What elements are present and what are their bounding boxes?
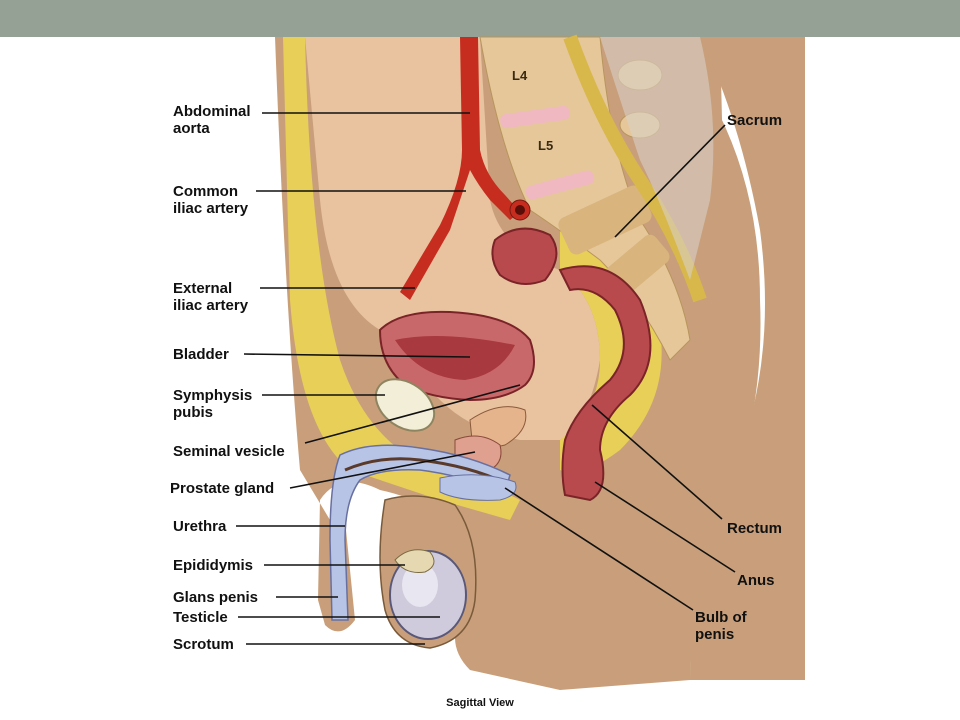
label-epididymis: Epididymis xyxy=(173,557,254,574)
top-bar xyxy=(0,0,960,37)
label-common-iliac-artery: Common iliac artery xyxy=(173,183,249,217)
label-urethra: Urethra xyxy=(173,518,227,535)
label-seminal-vesicle: Seminal vesicle xyxy=(173,443,285,460)
common-iliac-lumen xyxy=(515,205,525,215)
label-prostate-gland: Prostate gland xyxy=(170,480,275,497)
figure-caption: Sagittal View xyxy=(446,697,514,709)
bladder-lumen xyxy=(395,336,515,380)
label-bulb-of-penis: Bulb of penis xyxy=(695,609,747,643)
label-bladder: Bladder xyxy=(173,346,229,363)
label-external-iliac-artery: External iliac artery xyxy=(173,280,249,314)
disc-l5-s1 xyxy=(525,170,595,200)
label-sacrum: Sacrum xyxy=(727,112,783,129)
abdominal-aorta-vessel xyxy=(400,37,520,300)
testicle-highlight xyxy=(402,563,438,607)
sigmoid-colon xyxy=(491,227,558,285)
label-testicle: Testicle xyxy=(173,609,228,626)
label-abdominal-aorta: Abdominal aorta xyxy=(173,103,251,137)
label-rectum: Rectum xyxy=(727,520,783,537)
label-scrotum: Scrotum xyxy=(173,636,234,653)
label-glans-penis: Glans penis xyxy=(173,589,259,606)
disc-l4-l5 xyxy=(500,105,570,129)
bulb-of-penis-organ xyxy=(439,474,517,501)
label-anus: Anus xyxy=(737,572,775,589)
epididymis-organ xyxy=(394,549,435,573)
label-symphysis-pubis: Symphysis pubis xyxy=(173,387,253,421)
